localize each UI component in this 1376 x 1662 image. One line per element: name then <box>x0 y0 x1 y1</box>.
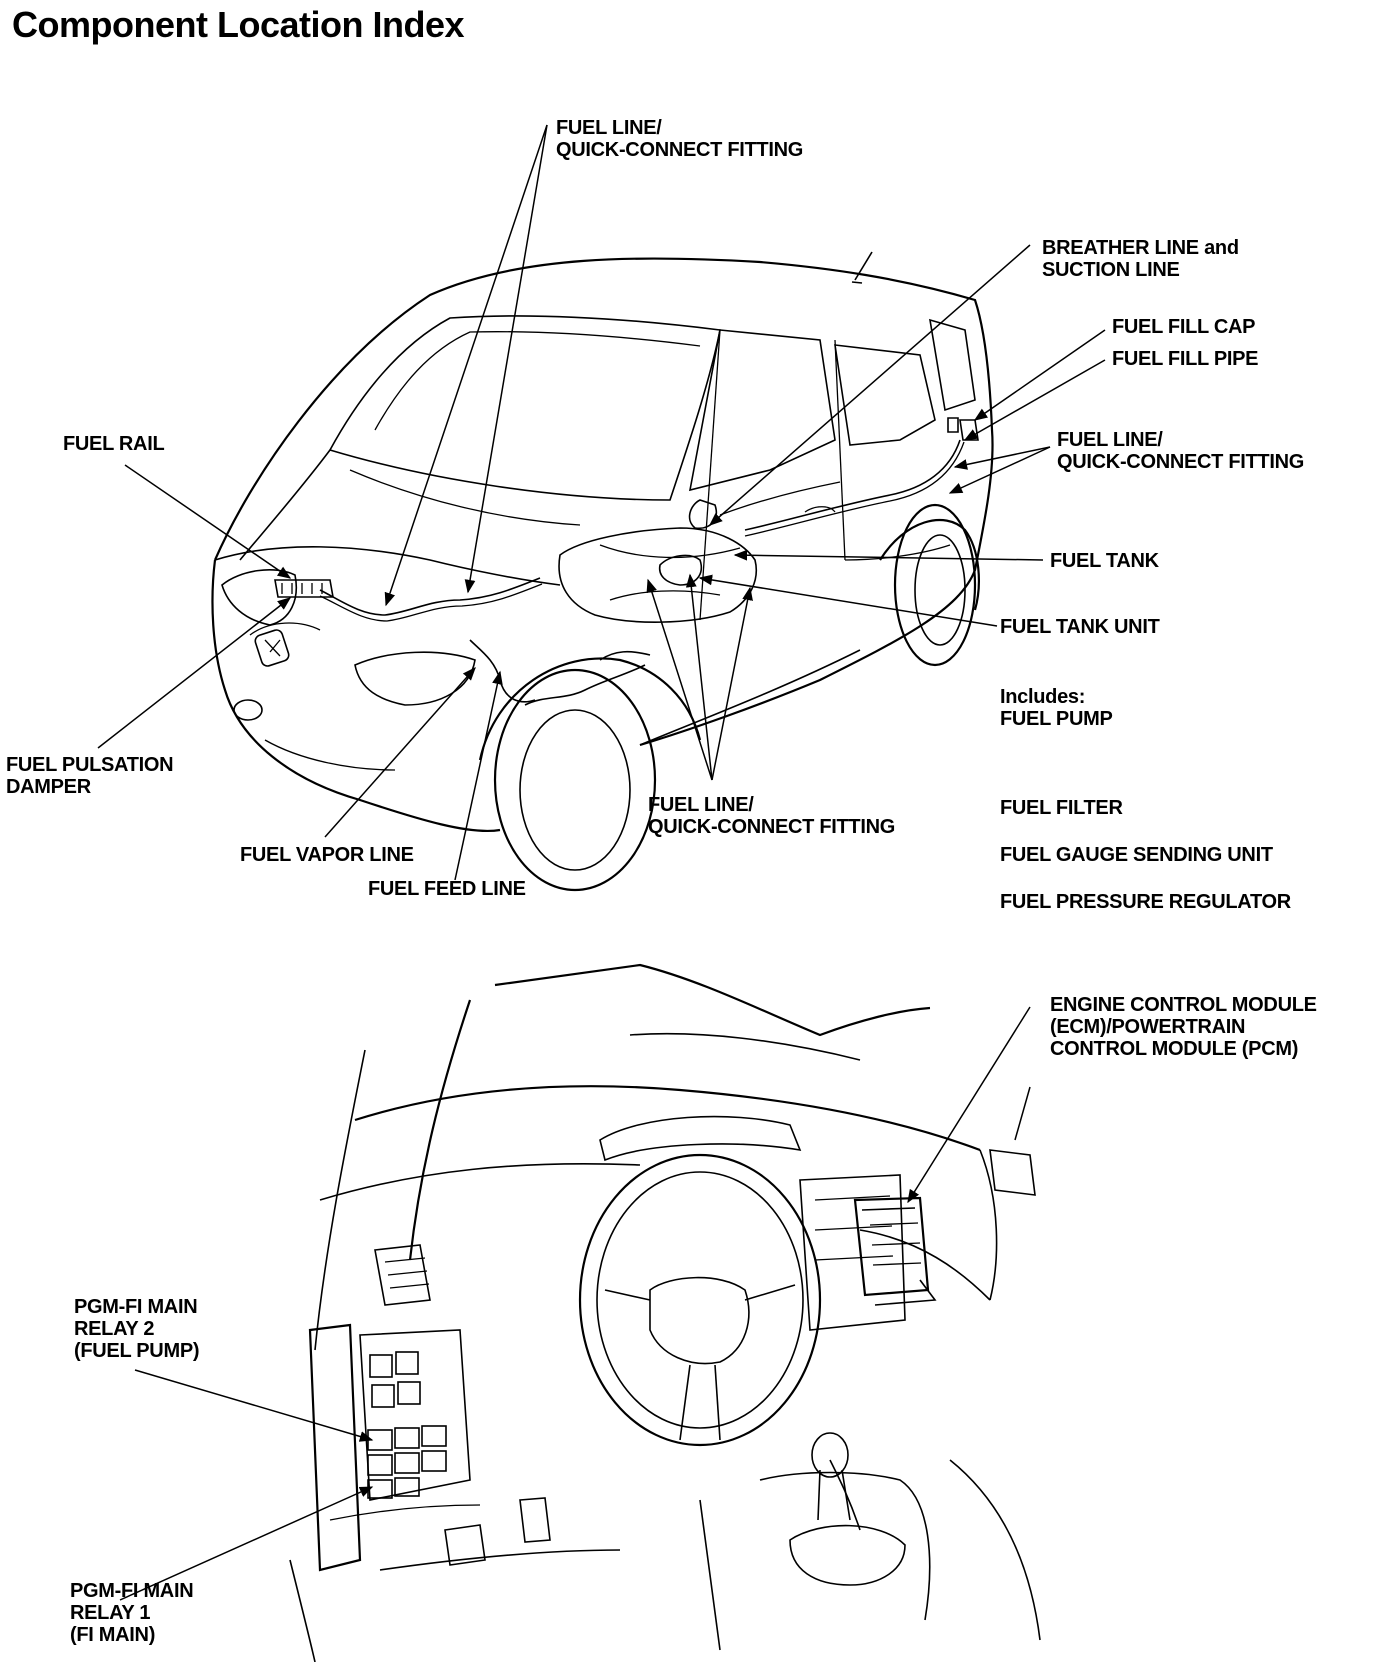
label-fuel-fill-cap: FUEL FILL CAP <box>1112 316 1256 338</box>
label-fuel-pressure-regulator: FUEL PRESSURE REGULATOR <box>1000 891 1291 913</box>
label-fuel-tank: FUEL TANK <box>1050 550 1159 572</box>
label-fuel-rail: FUEL RAIL <box>63 433 165 455</box>
label-includes-fuel-pump: Includes: FUEL PUMP <box>1000 686 1113 730</box>
label-fuel-fill-pipe: FUEL FILL PIPE <box>1112 348 1259 370</box>
label-fuel-line-top: FUEL LINE/ QUICK-CONNECT FITTING <box>556 117 804 161</box>
page-title: Component Location Index <box>12 4 465 45</box>
label-fuel-tank-unit: FUEL TANK UNIT <box>1000 616 1160 638</box>
label-fuel-filter: FUEL FILTER <box>1000 797 1123 819</box>
label-fuel-feed-line: FUEL FEED LINE <box>368 878 526 900</box>
label-fuel-line-right: FUEL LINE/ QUICK-CONNECT FITTING <box>1057 429 1305 473</box>
relay-blocks <box>367 1351 447 1499</box>
label-breather-line: BREATHER LINE and SUCTION LINE <box>1042 237 1239 281</box>
label-pgm-fi-main-relay-2: PGM-FI MAIN RELAY 2 (FUEL PUMP) <box>74 1296 200 1362</box>
label-fuel-gauge-sending-unit: FUEL GAUGE SENDING UNIT <box>1000 844 1273 866</box>
label-fuel-vapor-line: FUEL VAPOR LINE <box>240 844 414 866</box>
label-fuel-line-bottom: FUEL LINE/ QUICK-CONNECT FITTING <box>648 794 896 838</box>
label-ecm-pcm: ENGINE CONTROL MODULE (ECM)/POWERTRAIN C… <box>1050 994 1317 1060</box>
leader-lines <box>97 124 1106 1601</box>
label-pgm-fi-main-relay-1: PGM-FI MAIN RELAY 1 (FI MAIN) <box>70 1580 194 1646</box>
dashboard-illustration <box>289 963 1041 1662</box>
label-fuel-pulsation-damper: FUEL PULSATION DAMPER <box>6 754 174 798</box>
